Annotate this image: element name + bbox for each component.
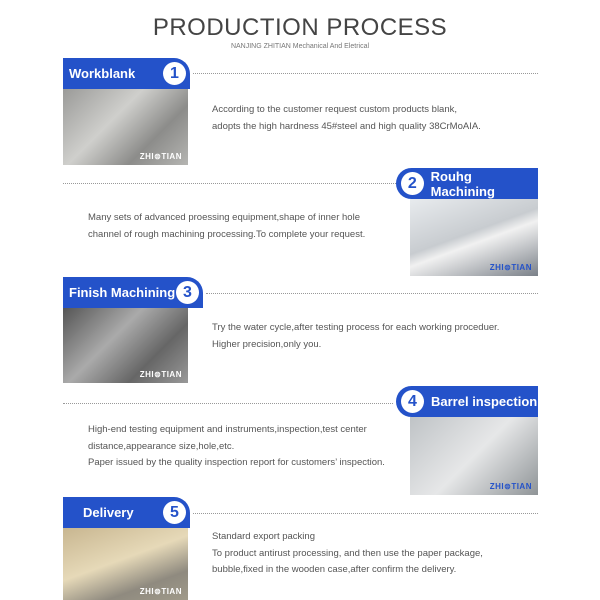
step-1-description: According to the customer request custom… — [212, 102, 481, 135]
step-2-banner: 2 Rouhg Machining — [396, 168, 538, 199]
step-1-banner: Workblank 1 — [63, 58, 190, 89]
step-5-banner: Delivery 5 — [63, 497, 190, 528]
watermark-logo: ZHI⊜TIAN — [489, 263, 532, 272]
divider — [63, 183, 538, 184]
step-label: Workblank — [69, 66, 136, 81]
watermark-logo: ZHI⊜TIAN — [139, 152, 182, 161]
text-line: High-end testing equipment and instrumen… — [88, 424, 367, 435]
text-line: Paper issued by the quality inspection r… — [88, 457, 385, 468]
delivery-photo: ZHI⊜TIAN — [63, 528, 188, 600]
step-4-description: High-end testing equipment and instrumen… — [88, 422, 385, 472]
step-label: Rouhg Machining — [430, 168, 495, 199]
step-3-description: Try the water cycle,after testing proces… — [212, 320, 499, 353]
text-line: Many sets of advanced proessing equipmen… — [88, 212, 360, 223]
text-line: adopts the high hardness 45#steel and hi… — [212, 120, 481, 132]
rough-machining-photo: ZHI⊜TIAN — [410, 199, 538, 276]
watermark-logo: ZHI⊜TIAN — [139, 370, 182, 379]
step-4-banner: 4 Barrel inspection — [396, 386, 538, 417]
text-line: Higher precision,only you. — [212, 338, 322, 350]
workblank-photo: ZHI⊜TIAN — [63, 89, 188, 165]
text-line: distance,appearance size,hole,etc. — [88, 440, 235, 452]
divider — [63, 403, 393, 404]
step-number-badge: 4 — [401, 390, 424, 413]
step-number-badge: 2 — [401, 172, 424, 195]
divider — [193, 513, 538, 514]
step-number-badge: 5 — [163, 501, 186, 524]
page-subtitle: NANJING ZHITIAN Mechanical And Eletrical — [230, 43, 370, 50]
step-2-description: Many sets of advanced proessing equipmen… — [88, 210, 365, 243]
text-line: Standard export packing — [212, 531, 315, 542]
step-label: Finish Machining — [69, 285, 176, 300]
step-label: Delivery — [83, 505, 134, 520]
step-number-badge: 3 — [176, 281, 199, 304]
divider — [206, 293, 538, 294]
barrel-inspection-photo: ZHI⊜TIAN — [410, 417, 538, 495]
watermark-logo: ZHI⊜TIAN — [139, 587, 182, 596]
step-label: Barrel inspection — [431, 394, 538, 409]
step-number-badge: 1 — [163, 62, 186, 85]
text-line: Try the water cycle,after testing proces… — [212, 322, 500, 333]
text-line: channel of rough machining processing.To… — [88, 228, 366, 240]
text-line: bubble,fixed in the wooden case,after co… — [212, 564, 457, 575]
step-3-banner: Finish Machining 3 — [63, 277, 203, 308]
step-5-description: Standard export packing To product antir… — [212, 529, 483, 579]
divider — [193, 73, 538, 74]
page-title: PRODUCTION PROCESS — [152, 14, 448, 41]
text-line: According to the customer request custom… — [212, 104, 458, 115]
watermark-logo: ZHI⊜TIAN — [489, 482, 532, 491]
text-line: To product antirust processing, and then… — [212, 547, 483, 559]
finish-machining-photo: ZHI⊜TIAN — [63, 308, 188, 383]
